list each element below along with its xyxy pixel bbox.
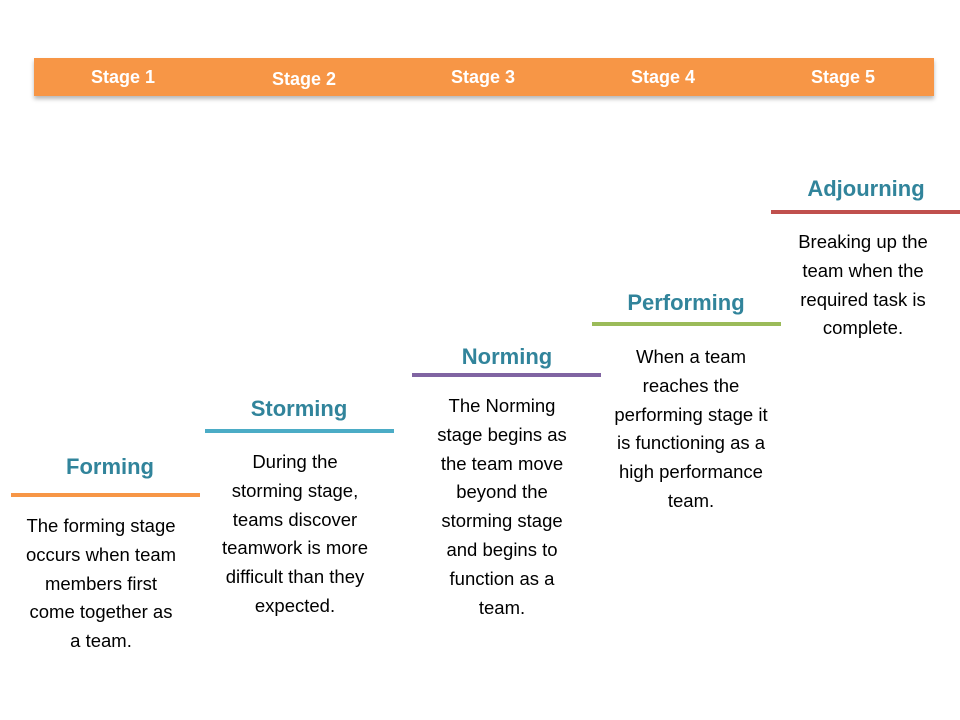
step-title-storming: Storming: [250, 396, 348, 421]
step-title-performing: Performing: [627, 290, 745, 315]
step-line-forming: [11, 493, 200, 497]
step-desc-performing: When a team reaches the performing stage…: [614, 346, 768, 511]
step-title-norming: Norming: [461, 344, 553, 369]
step-desc-forming: The forming stage occurs when team membe…: [25, 515, 177, 652]
step-desc-storming: During the storming stage, teams discove…: [222, 451, 368, 616]
step-title-forming: Forming: [66, 454, 154, 479]
stage-header-bar: Stage 1 Stage 2 Stage 3 Stage 4 Stage 5: [34, 58, 934, 96]
step-line-storming: [205, 429, 394, 433]
stage-label-4: Stage 4: [630, 67, 696, 87]
stage-label-2: Stage 2: [271, 69, 337, 89]
step-line-performing: [592, 322, 781, 326]
step-line-adjourning: [771, 210, 960, 214]
step-desc-adjourning: Breaking up the team when the required t…: [798, 231, 928, 339]
step-title-adjourning: Adjourning: [807, 176, 925, 201]
stage-label-5: Stage 5: [810, 67, 876, 87]
step-line-norming: [412, 373, 601, 377]
stage-label-1: Stage 1: [90, 67, 156, 87]
stage-label-3: Stage 3: [450, 67, 516, 87]
step-desc-norming: The Norming stage begins as the team mov…: [437, 395, 567, 618]
